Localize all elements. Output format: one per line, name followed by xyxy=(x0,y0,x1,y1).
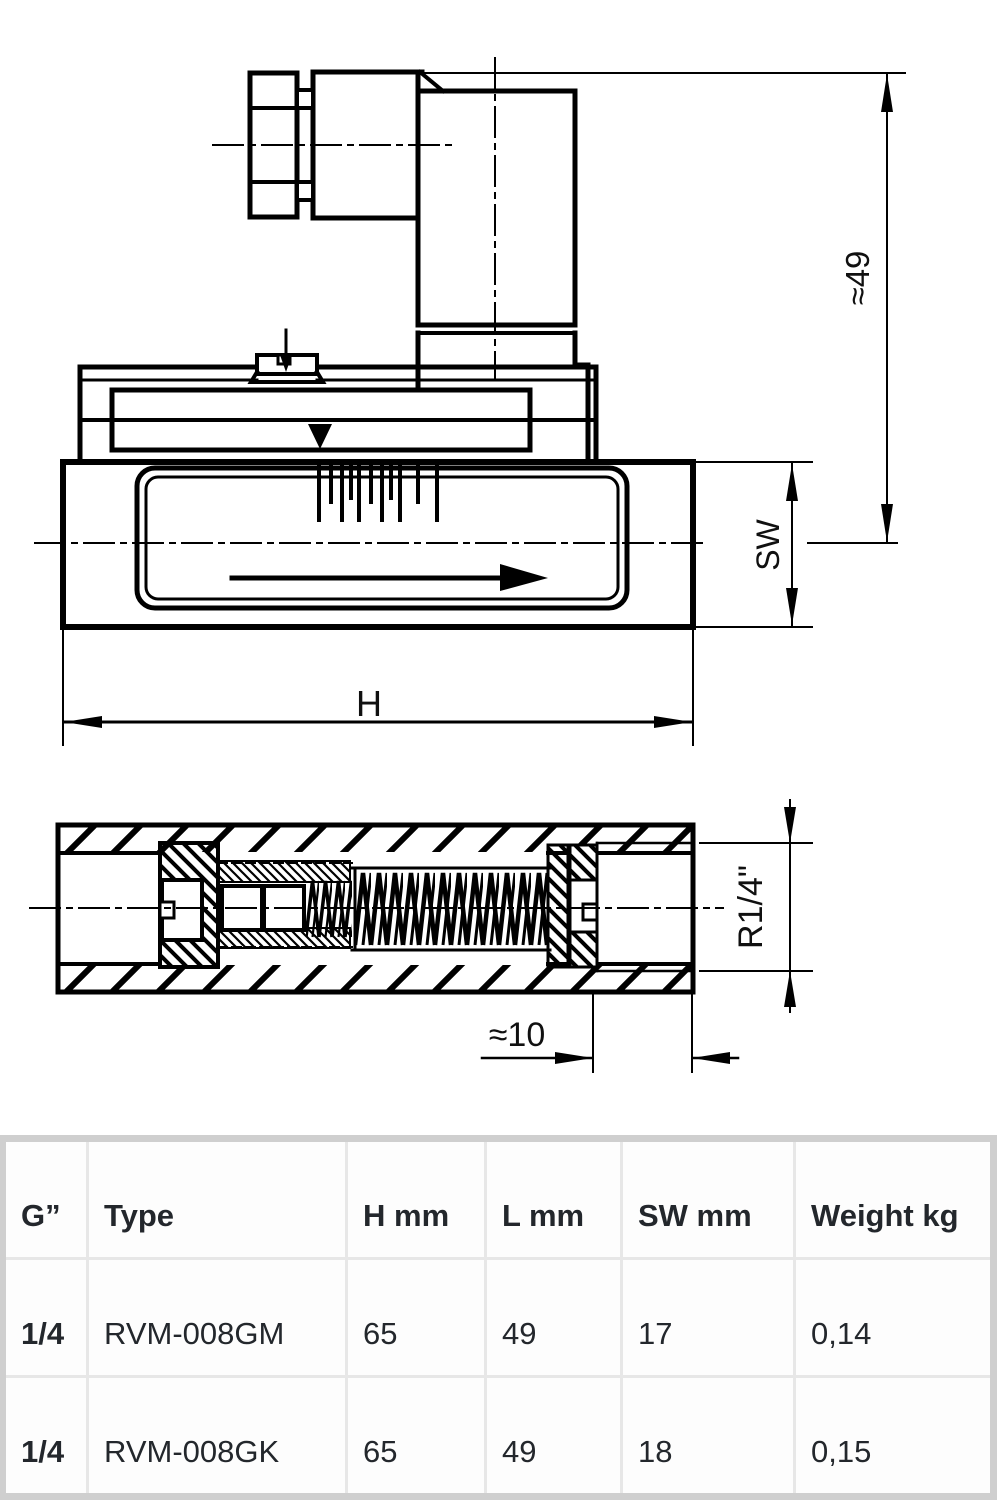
row2-sw: 18 xyxy=(623,1378,793,1493)
dim-sw-label: SW xyxy=(750,518,786,570)
col-header-weight: Weight kg xyxy=(796,1142,990,1257)
col-header-g: G” xyxy=(6,1142,86,1257)
row2-type: RVM-008GK xyxy=(89,1378,345,1493)
right-port-thread xyxy=(595,841,695,973)
flow-direction-arrow xyxy=(229,564,548,591)
top-view: ≈49 SW H xyxy=(34,57,906,746)
dim-depth-label: ≈10 xyxy=(489,1016,545,1054)
row1-weight: 0,14 xyxy=(796,1260,990,1375)
row1-type: RVM-008GM xyxy=(89,1260,345,1375)
spec-table-area: G” Type H mm L mm SW mm Weight kg 1/4 RV… xyxy=(0,1135,997,1500)
valve-body xyxy=(60,459,696,630)
dimension-height-49: ≈49 xyxy=(423,72,906,544)
screw-arrow-head xyxy=(280,355,292,372)
dim-thread-label: R1/4" xyxy=(732,865,770,949)
dimension-thread-depth: ≈10 xyxy=(480,993,740,1073)
col-header-h: H mm xyxy=(348,1142,484,1257)
valve-drawing-svg: ≈49 SW H xyxy=(29,57,906,1073)
col-header-type: Type xyxy=(89,1142,345,1257)
row2-l: 49 xyxy=(487,1378,620,1493)
tube-wall-bottom xyxy=(60,965,691,990)
section-view: R1/4" ≈10 xyxy=(29,799,813,1073)
dim-49-label: ≈49 xyxy=(839,251,876,306)
dimension-thread: R1/4" xyxy=(699,799,813,1013)
flow-pointer-triangle xyxy=(308,424,332,449)
col-header-sw: SW mm xyxy=(623,1142,793,1257)
solenoid-coil xyxy=(415,88,591,463)
dim-h-label: H xyxy=(356,683,382,724)
row2-g: 1/4 xyxy=(6,1378,86,1493)
threaded-chamber xyxy=(217,860,353,949)
retainer-plug xyxy=(546,843,599,969)
col-header-l: L mm xyxy=(487,1142,620,1257)
dimension-sw: SW xyxy=(696,461,813,628)
scale-grille xyxy=(317,464,439,522)
valve-top-flange xyxy=(77,364,599,463)
adjustment-screw xyxy=(247,328,327,384)
seat-insert xyxy=(158,841,220,969)
row2-h: 65 xyxy=(348,1378,484,1493)
row1-h: 65 xyxy=(348,1260,484,1375)
row1-g: 1/4 xyxy=(6,1260,86,1375)
centerlines xyxy=(34,57,707,544)
row1-sw: 17 xyxy=(623,1260,793,1375)
spec-table: G” Type H mm L mm SW mm Weight kg 1/4 RV… xyxy=(6,1142,990,1493)
row2-weight: 0,15 xyxy=(796,1378,990,1493)
dimension-h: H xyxy=(62,629,694,746)
technical-drawing: ≈49 SW H xyxy=(29,57,906,1073)
row1-l: 49 xyxy=(487,1260,620,1375)
